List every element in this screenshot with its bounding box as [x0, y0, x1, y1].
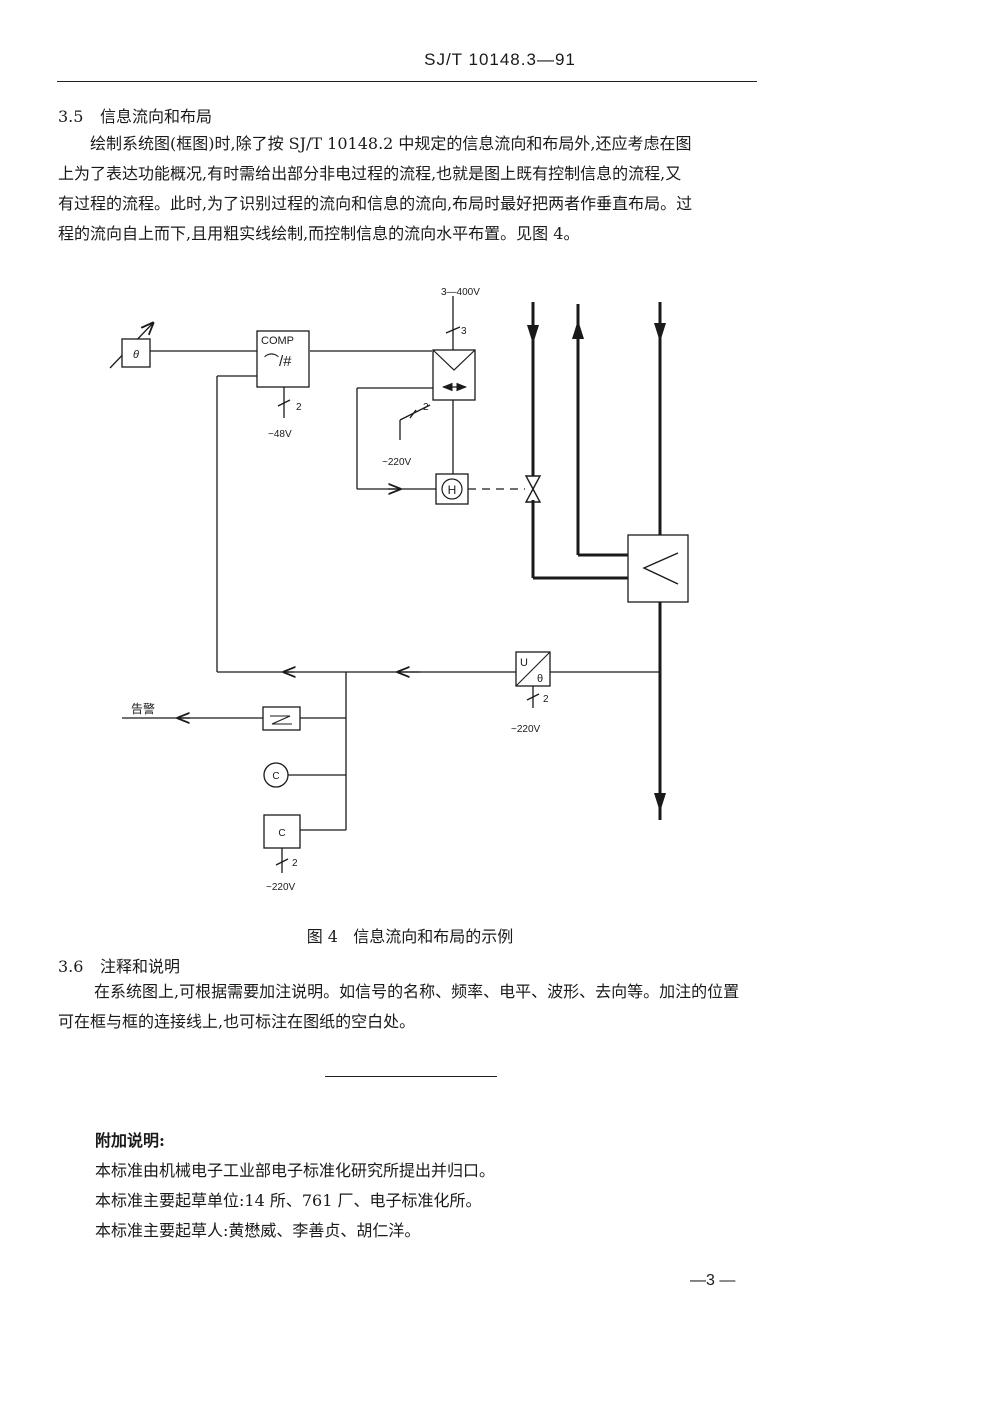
- indicator-box: [263, 814, 301, 849]
- actuator-supply-tick: [409, 409, 417, 419]
- header-rule: [57, 81, 757, 82]
- section-title: 信息流向和布局: [100, 107, 213, 126]
- position-indicator-circle: [441, 478, 463, 500]
- standard-code-header: SJ/T 10148.3—91: [424, 50, 576, 69]
- comp-supply-label: −48V: [268, 429, 292, 440]
- section-3-5-heading: 3.5 信息流向和布局: [58, 103, 212, 127]
- indicator-supply-label: ~220V: [266, 882, 296, 893]
- figure-title: 信息流向和布局的示例: [353, 927, 514, 946]
- process-down-arrow-main: [654, 323, 666, 342]
- paragraph-line: 绘制系统图(框图)时,除了按 SJ/T 10148.2 中规定的信息流向和布局外…: [90, 134, 692, 153]
- transducer-diagonal: [515, 651, 551, 687]
- actuator-supply-label: ~220V: [382, 457, 412, 468]
- paragraph-line: 在系统图上,可根据需要加注说明。如信号的名称、频率、电平、波形、去向等。加注的位…: [94, 982, 740, 1001]
- additional-notes-title: 附加说明:: [95, 1131, 165, 1150]
- section-number: 3.5: [58, 107, 84, 126]
- transducer-supply-tick: [526, 693, 540, 701]
- alarm-limit-symbol: [270, 715, 292, 725]
- control-valve: [524, 475, 542, 503]
- transducer-bottom-symbol: θ: [537, 673, 543, 685]
- process-up-arrow: [572, 320, 584, 339]
- system-diagram-svg: θ COMP ⌒/# 2 −48V 3—400V 3 2 ~220V H: [109, 287, 689, 893]
- comparator-box: [256, 330, 310, 388]
- section-3-5-paragraph: 绘制系统图(框图)时,除了按 SJ/T 10148.2 中规定的信息流向和布局外…: [58, 129, 763, 249]
- recorder-circle: [263, 762, 289, 788]
- heat-exchanger-symbol: [642, 552, 679, 585]
- recorder-symbol: C: [272, 771, 279, 782]
- transducer-top-symbol: U: [520, 657, 528, 669]
- section-title: 注释和说明: [100, 957, 181, 976]
- paragraph-line: 有过程的流程。此时,为了识别过程的流向和信息的流向,布局时最好把两者作垂直布局。…: [58, 194, 693, 213]
- position-indicator-symbol: H: [448, 483, 457, 497]
- actuator-supply-diag: [399, 404, 431, 421]
- alarm-limit-box: [262, 706, 301, 731]
- section-3-6-paragraph: 在系统图上,可根据需要加注说明。如信号的名称、频率、电平、波形、去向等。加注的位…: [58, 977, 763, 1037]
- page-number: —3 —: [690, 1272, 736, 1289]
- comparator-symbol: ⌒/#: [264, 353, 292, 370]
- paragraph-line: 可在框与框的连接线上,也可标注在图纸的空白处。: [58, 1012, 416, 1031]
- actuator-supply-count: 2: [423, 402, 429, 413]
- transducer-supply-count: 2: [543, 694, 549, 705]
- supply-tick: [445, 326, 461, 334]
- figure-4-diagram: θ COMP ⌒/# 2 −48V 3—400V 3 2 ~220V H: [0, 270, 1000, 910]
- additional-notes-line: 本标准主要起草单位:14 所、761 厂、电子标准化所。: [95, 1191, 482, 1210]
- supply-400v-count: 3: [461, 326, 467, 337]
- end-of-text-rule: [325, 1076, 497, 1077]
- process-down-arrow-bottom: [654, 793, 666, 812]
- paragraph-line: 程的流向自上而下,且用粗实线绘制,而控制信息的流向水平布置。见图 4。: [58, 224, 580, 243]
- alarm-label: 告警: [131, 701, 155, 716]
- indicator-supply-count: 2: [292, 858, 298, 869]
- comp-supply-count: 2: [296, 402, 302, 413]
- setpoint-symbol: θ: [133, 349, 139, 361]
- figure-caption: 图 4 信息流向和布局的示例: [0, 923, 820, 947]
- figure-number: 图 4: [306, 927, 338, 946]
- actuator-box: [432, 349, 476, 401]
- heat-exchanger-box: [627, 534, 689, 603]
- actuator-motor-symbol: [432, 349, 476, 371]
- section-number: 3.6: [58, 957, 84, 976]
- process-down-arrow-left: [527, 325, 539, 344]
- transducer-supply-label: ~220V: [511, 724, 541, 735]
- indicator-supply-tick: [275, 858, 289, 866]
- temperature-setpoint-box: [121, 338, 151, 368]
- paragraph-line: 上为了表达功能概况,有时需给出部分非电过程的流程,也就是图上既有控制信息的流程,…: [58, 164, 682, 183]
- comparator-label: COMP: [261, 335, 294, 347]
- section-3-6-heading: 3.6 注释和说明: [58, 953, 180, 977]
- indicator-symbol: C: [278, 828, 285, 839]
- comp-supply-tick: [277, 399, 291, 407]
- supply-400v-label: 3—400V: [441, 287, 480, 298]
- additional-notes-line: 本标准由机械电子工业部电子标准化研究所提出并归口。: [95, 1161, 496, 1180]
- additional-notes: 附加说明: 本标准由机械电子工业部电子标准化研究所提出并归口。 本标准主要起草单…: [95, 1126, 495, 1246]
- additional-notes-line: 本标准主要起草人:黄懋威、李善贞、胡仁洋。: [95, 1221, 421, 1240]
